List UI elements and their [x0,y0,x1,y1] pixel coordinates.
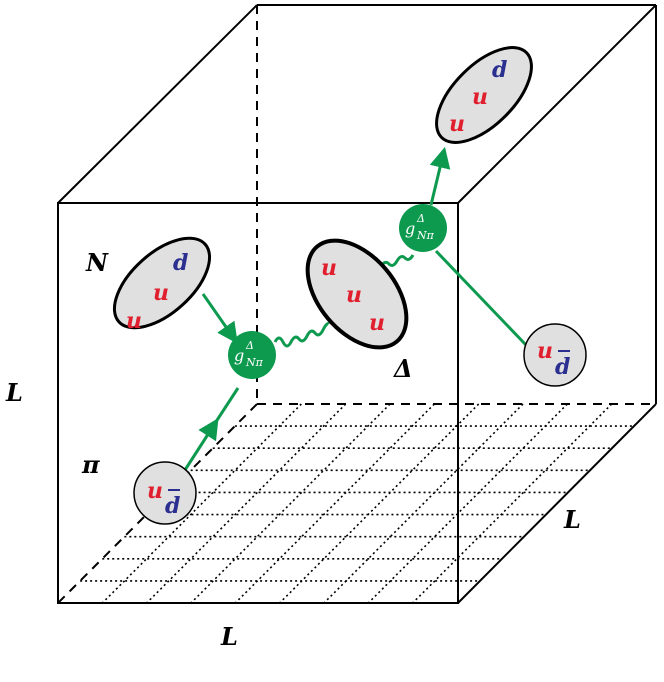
vertex-superscript: Δ [416,212,425,225]
nucleon-quark-1: d [173,250,188,276]
pion-in-antiquark: d [165,493,180,519]
grid-line [234,403,435,604]
outgoing-pion: u d [523,323,587,387]
out-baryon-quark-2: u [472,84,488,110]
grid-line [279,403,480,604]
pion-out-antiquark: d [555,354,570,380]
delta-resonance: u u u Δ [305,238,413,383]
box-depth-label: L [563,505,581,534]
incoming-pion: u d π [81,450,197,525]
pion-in-quark: u [147,478,163,504]
out-baryon-ellipse [435,46,533,144]
grid-line [367,403,568,604]
grid-line [146,403,347,604]
out-baryon-quark-3: u [449,111,465,137]
vertex-superscript: Δ [245,339,254,352]
out-baryon-quark-1: d [492,57,507,83]
pion-label: π [81,450,100,479]
delta-quark-3: u [369,310,385,336]
vertex-subscript: Nπ [416,229,435,242]
vertex-g: g [234,346,244,365]
nucleon: d u u N [85,236,212,334]
grid-line [101,403,302,604]
grid-line [190,403,391,604]
vertex-g: g [405,219,415,238]
pion-out-line [434,249,528,347]
delta-label: Δ [393,354,413,383]
baryon-out-arrow [429,146,451,206]
nucleon-quark-2: u [153,280,169,306]
delta-quark-2: u [346,282,362,308]
nucleon-label: N [85,248,109,277]
lattice-grid [80,403,634,604]
vertex-circle [228,331,276,379]
box-edges [57,4,657,604]
nucleon-ellipse [112,236,212,330]
pion-out-circle [523,323,587,387]
pion-in-circle [133,461,197,525]
pion-in-line [206,387,240,435]
vertex-circle [399,204,447,252]
nucleon-arrow [201,293,238,344]
outgoing-baryon: d u u [435,46,533,144]
vertex-upper: g Δ Nπ [399,204,447,252]
delta-ellipse [305,238,409,350]
nucleon-quark-3: u [126,308,142,334]
vertex-subscript: Nπ [245,356,264,369]
box-height-label: L [5,378,23,407]
vertex-lower: g Δ Nπ [228,331,276,379]
grid-line [323,403,524,604]
gluon-line-1 [273,322,331,348]
pion-out-quark: u [537,338,553,364]
grid-line [412,403,613,604]
hidden-box-edges [57,5,656,604]
box-width-label: L [220,622,238,651]
delta-quark-1: u [321,255,337,281]
